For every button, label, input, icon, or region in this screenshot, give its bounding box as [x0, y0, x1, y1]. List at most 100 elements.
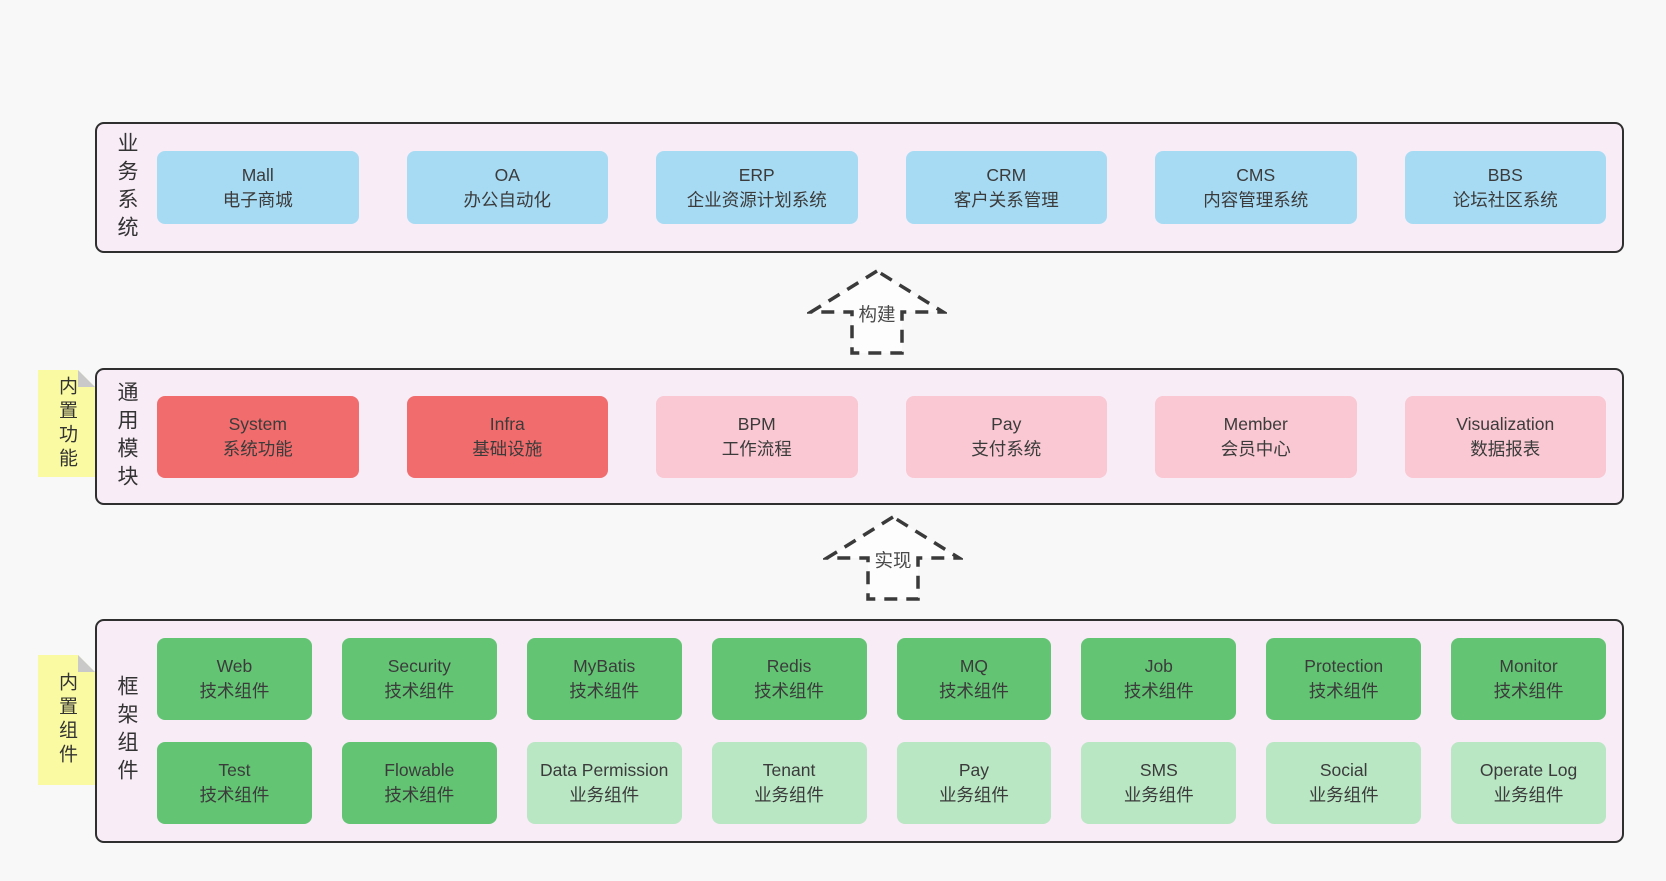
box-title: MyBatis [573, 656, 636, 676]
box-test: Test 技术组件 [157, 742, 312, 824]
implement-arrow: 实现 [823, 514, 963, 602]
box-title: MQ [959, 656, 989, 676]
box-subtitle: 会员中心 [1220, 438, 1291, 459]
sticky-fold-corner [78, 655, 95, 672]
box-mybatis: MyBatis 技术组件 [526, 638, 682, 720]
box-job: Job 技术组件 [1081, 638, 1237, 720]
box-subtitle: 技术组件 [1493, 681, 1564, 701]
box-title: CMS [1236, 164, 1276, 185]
box-title: Pay [991, 413, 1022, 434]
framework-components-rows: Web 技术组件 Security 技术组件 MyBatis 技术组件 Redi… [157, 638, 1606, 824]
business-systems-band: 业务系统 Mall 电子商城 OA 办公自动化 ERP 企业资源计划系统 CRM… [95, 122, 1624, 253]
box-monitor: Monitor 技术组件 [1451, 638, 1606, 720]
box-title: Mall [241, 164, 274, 185]
sticky-fold-corner [78, 370, 95, 387]
built-in-components-sticky: 内置组件 [38, 655, 95, 785]
box-web: Web 技术组件 [157, 638, 312, 720]
box-erp: ERP 企业资源计划系统 [656, 151, 858, 224]
box-title: Security [387, 656, 451, 676]
box-subtitle: 内容管理系统 [1203, 189, 1309, 210]
box-subtitle: 技术组件 [384, 785, 455, 805]
build-arrow: 构建 [807, 268, 947, 356]
box-subtitle: 业务组件 [1493, 785, 1564, 805]
box-subtitle: 数据报表 [1470, 438, 1541, 459]
sticky-label: 内置组件 [56, 672, 77, 768]
box-title: System [228, 413, 287, 434]
box-title: Visualization [1456, 413, 1555, 434]
box-pay-component: Pay 业务组件 [896, 742, 1052, 824]
box-subtitle: 业务组件 [938, 785, 1009, 805]
box-subtitle: 业务组件 [1123, 785, 1194, 805]
box-title: Data Permission [539, 760, 669, 780]
common-modules-band: 通用模块 System 系统功能 Infra 基础设施 BPM 工作流程 Pay… [95, 368, 1624, 505]
box-visualization: Visualization 数据报表 [1404, 395, 1606, 478]
band-label-framework-components: 框架组件 [115, 675, 138, 787]
box-subtitle: 技术组件 [384, 681, 455, 701]
box-title: Member [1223, 413, 1288, 434]
framework-components-band: 框架组件 Web 技术组件 Security 技术组件 MyBatis 技术组件… [95, 619, 1624, 843]
box-subtitle: 技术组件 [938, 681, 1009, 701]
box-subtitle: 系统功能 [222, 438, 293, 459]
box-title: BPM [737, 413, 776, 434]
box-subtitle: 业务组件 [754, 785, 825, 805]
box-title: Social [1319, 760, 1368, 780]
band-label-business-systems: 业务系统 [115, 131, 138, 244]
box-subtitle: 企业资源计划系统 [686, 189, 827, 210]
box-subtitle: 业务组件 [569, 785, 640, 805]
box-subtitle: 技术组件 [1308, 681, 1379, 701]
box-redis: Redis 技术组件 [711, 638, 867, 720]
box-tenant: Tenant 业务组件 [711, 742, 867, 824]
box-title: Job [1144, 656, 1173, 676]
built-in-features-sticky: 内置功能 [38, 370, 95, 477]
box-crm: CRM 客户关系管理 [905, 151, 1107, 224]
box-subtitle: 技术组件 [199, 785, 270, 805]
box-subtitle: 电子商城 [222, 189, 293, 210]
box-title: Test [218, 760, 251, 780]
box-title: OA [494, 164, 520, 185]
box-title: SMS [1139, 760, 1178, 780]
box-mq: MQ 技术组件 [896, 638, 1052, 720]
box-oa: OA 办公自动化 [406, 151, 608, 224]
box-subtitle: 客户关系管理 [953, 189, 1059, 210]
box-subtitle: 技术组件 [1123, 681, 1194, 701]
box-title: CRM [986, 164, 1027, 185]
box-security: Security 技术组件 [341, 638, 497, 720]
framework-row-1: Web 技术组件 Security 技术组件 MyBatis 技术组件 Redi… [157, 638, 1606, 720]
box-protection: Protection 技术组件 [1266, 638, 1422, 720]
sticky-label: 内置功能 [56, 375, 77, 472]
box-flowable: Flowable 技术组件 [341, 742, 497, 824]
box-title: Web [216, 656, 253, 676]
box-bbs: BBS 论坛社区系统 [1404, 151, 1606, 224]
box-title: Redis [766, 656, 812, 676]
box-title: BBS [1487, 164, 1523, 185]
box-operate-log: Operate Log 业务组件 [1451, 742, 1606, 824]
box-title: Infra [489, 413, 525, 434]
box-data-permission: Data Permission 业务组件 [526, 742, 682, 824]
business-systems-row: Mall 电子商城 OA 办公自动化 ERP 企业资源计划系统 CRM 客户关系… [157, 151, 1606, 224]
box-title: ERP [738, 164, 775, 185]
box-title: Tenant [762, 760, 816, 780]
box-title: Monitor [1499, 656, 1558, 676]
box-subtitle: 业务组件 [1308, 785, 1379, 805]
box-pay: Pay 支付系统 [905, 395, 1107, 478]
box-subtitle: 论坛社区系统 [1452, 189, 1558, 210]
box-subtitle: 支付系统 [971, 438, 1042, 459]
box-subtitle: 基础设施 [472, 438, 543, 459]
build-arrow-label: 构建 [855, 301, 899, 327]
box-system: System 系统功能 [157, 395, 359, 478]
implement-arrow-label: 实现 [871, 547, 915, 573]
box-title: Flowable [384, 760, 455, 780]
box-mall: Mall 电子商城 [157, 151, 359, 224]
box-title: Protection [1304, 656, 1384, 676]
box-subtitle: 办公自动化 [463, 189, 552, 210]
box-member: Member 会员中心 [1155, 395, 1357, 478]
box-sms: SMS 业务组件 [1081, 742, 1237, 824]
box-subtitle: 技术组件 [754, 681, 825, 701]
box-subtitle: 技术组件 [569, 681, 640, 701]
box-subtitle: 工作流程 [721, 438, 792, 459]
common-modules-row: System 系统功能 Infra 基础设施 BPM 工作流程 Pay 支付系统… [157, 395, 1606, 478]
box-title: Pay [958, 760, 990, 780]
box-infra: Infra 基础设施 [406, 395, 608, 478]
box-bpm: BPM 工作流程 [656, 395, 858, 478]
box-cms: CMS 内容管理系统 [1155, 151, 1357, 224]
